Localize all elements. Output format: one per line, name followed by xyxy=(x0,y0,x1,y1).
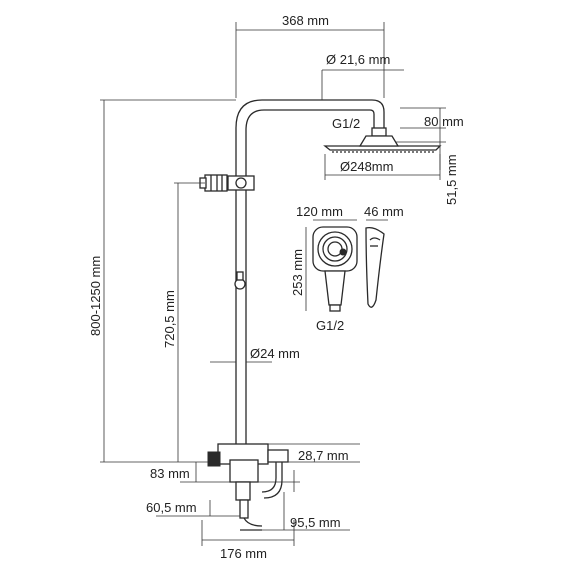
label-thread-head: G1/2 xyxy=(332,116,360,131)
dimension-lines xyxy=(100,22,446,546)
label-hand-depth: 46 mm xyxy=(364,204,404,219)
label-head-offset: 51,5 mm xyxy=(444,154,459,205)
label-base-width: 176 mm xyxy=(220,546,267,561)
rain-shower-head xyxy=(323,135,442,153)
label-total-height: 800-1250 mm xyxy=(88,256,103,336)
label-head-diameter: Ø248mm xyxy=(340,159,393,174)
hand-shower-side xyxy=(365,226,385,308)
label-top-width: 368 mm xyxy=(282,13,329,28)
label-hand-length: 253 mm xyxy=(290,249,305,296)
label-head-height: 80 mm xyxy=(424,114,464,129)
label-spout-offset: 60,5 mm xyxy=(146,500,197,515)
slider-holder xyxy=(234,271,246,290)
shower-column xyxy=(235,99,387,460)
thermostatic-mixer xyxy=(207,443,289,531)
label-bar-diameter: Ø24 mm xyxy=(250,346,300,361)
hand-shower-front xyxy=(312,226,358,312)
label-bar-height: 720,5 mm xyxy=(162,290,177,348)
upper-bracket xyxy=(199,174,255,192)
label-mixer-height: 83 mm xyxy=(150,466,190,481)
label-spout-depth: 95,5 mm xyxy=(290,515,341,530)
label-thread-hand: G1/2 xyxy=(316,318,344,333)
label-hand-width: 120 mm xyxy=(296,204,343,219)
label-pipe-diameter-top: Ø 21,6 mm xyxy=(326,52,390,67)
label-mixer-offset: 28,7 mm xyxy=(298,448,349,463)
